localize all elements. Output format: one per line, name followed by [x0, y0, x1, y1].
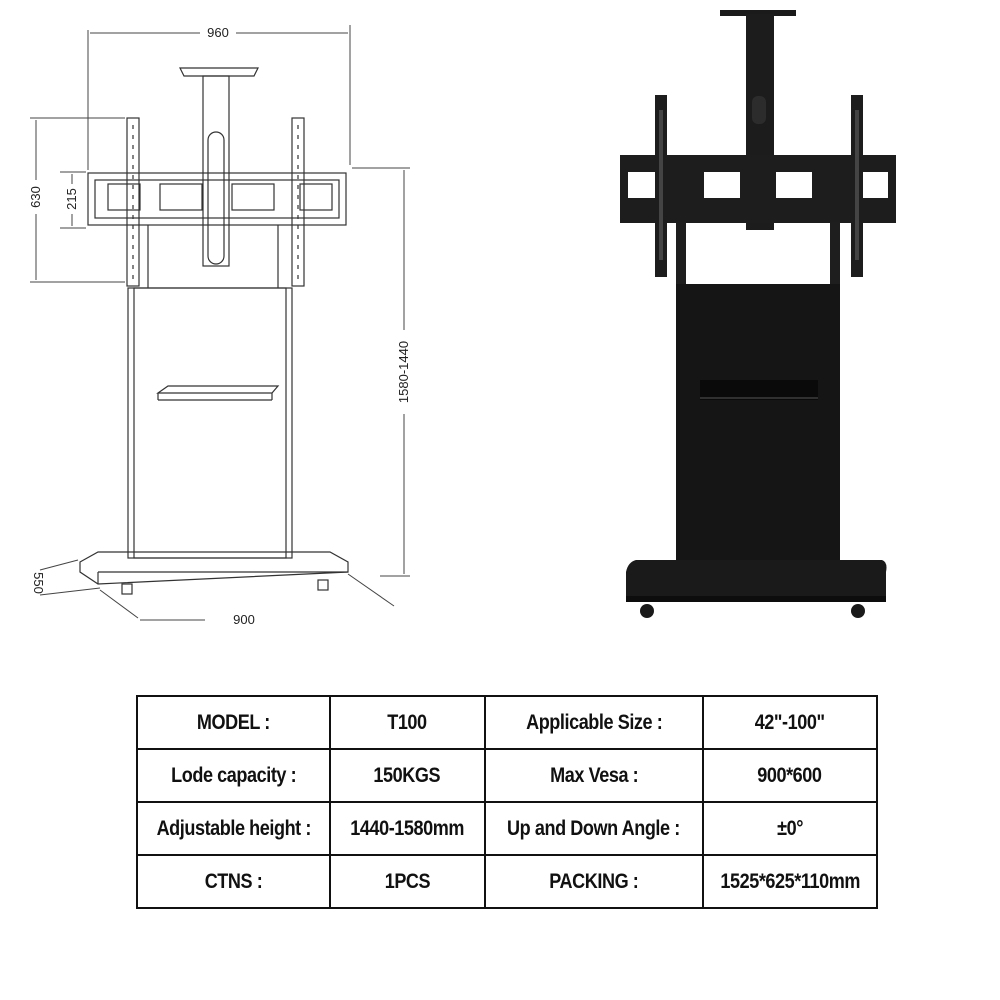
spec-label: CTNS : — [136, 854, 331, 909]
spec-table: MODEL : T100 Applicable Size : 42"-100" … — [136, 695, 878, 909]
spec-label: Max Vesa : — [483, 748, 704, 803]
dimension-lines — [30, 25, 410, 621]
spec-label: Adjustable height : — [136, 801, 331, 856]
spec-label: Lode capacity : — [136, 748, 331, 803]
spec-value: 1440-1580mm — [328, 801, 486, 856]
spec-label: Applicable Size : — [483, 695, 704, 750]
spec-value: 1525*625*110mm — [701, 854, 878, 909]
spec-value: 1PCS — [328, 854, 486, 909]
spec-label: MODEL : — [136, 695, 331, 750]
dim-depth-base: 550 — [31, 572, 46, 594]
spec-value: T100 — [328, 695, 486, 750]
line-drawing — [79, 67, 349, 595]
spec-value: 900*600 — [701, 748, 878, 803]
table-row: MODEL : T100 Applicable Size : 42"-100" — [136, 695, 878, 750]
dim-width-top: 960 — [207, 25, 229, 40]
spec-value: ±0° — [701, 801, 878, 856]
dim-height-inner: 215 — [64, 188, 79, 210]
spec-label: PACKING : — [483, 854, 704, 909]
table-row: Lode capacity : 150KGS Max Vesa : 900*60… — [136, 748, 878, 803]
dim-height-total: 1580-1440 — [396, 341, 411, 403]
product-photo — [620, 10, 896, 618]
dim-height-bracket: 630 — [28, 186, 43, 208]
product-drawings: 960 630 215 1580-1440 550 900 — [28, 10, 896, 627]
table-row: Adjustable height : 1440-1580mm Up and D… — [136, 801, 878, 856]
table-row: CTNS : 1PCS PACKING : 1525*625*110mm — [136, 854, 878, 909]
spec-value: 150KGS — [328, 748, 486, 803]
spec-label: Up and Down Angle : — [483, 801, 704, 856]
dim-width-base: 900 — [233, 612, 255, 627]
spec-value: 42"-100" — [701, 695, 878, 750]
